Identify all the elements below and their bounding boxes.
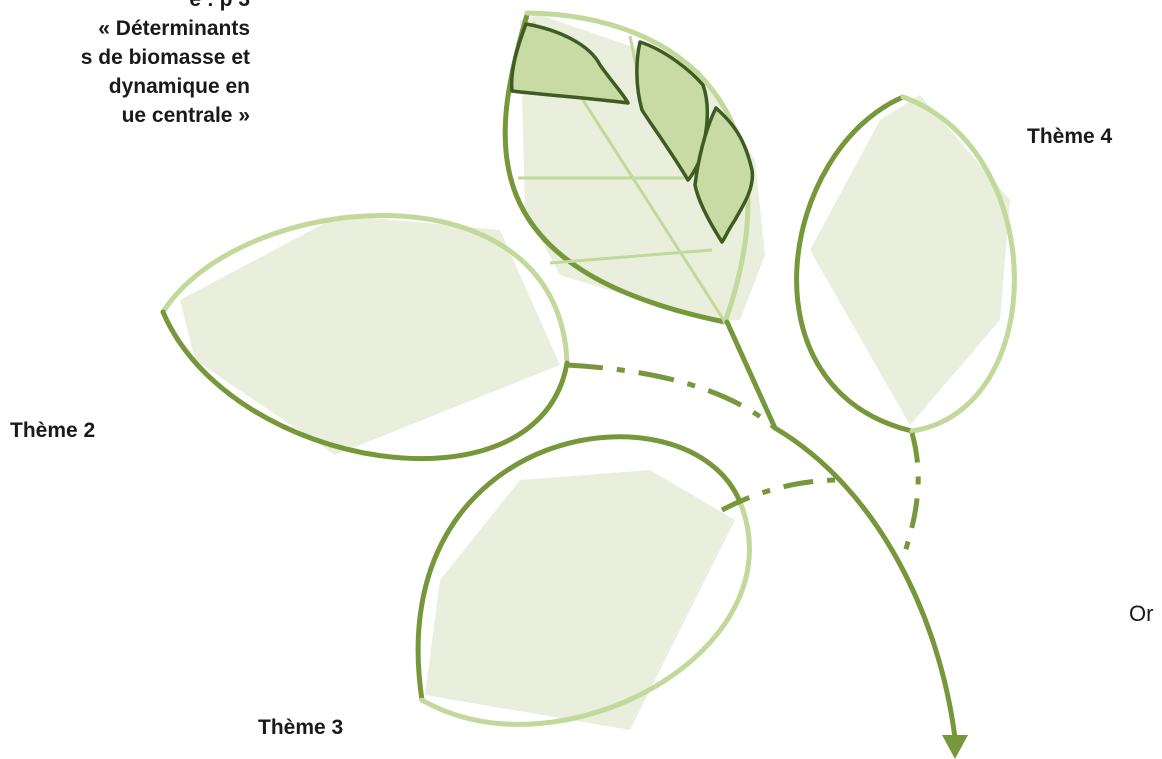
main-stem xyxy=(772,425,958,741)
leaf-theme-4 xyxy=(794,94,1017,434)
intro-line-2: « Déterminants xyxy=(98,17,250,40)
leaf-theme-4-edge-dark xyxy=(794,94,915,434)
sub-leaflet-2 xyxy=(635,40,710,182)
stem-arrow xyxy=(724,319,968,759)
leaf-theme-1-edge-light xyxy=(524,10,751,325)
theme-4-label: Thème 4 xyxy=(1027,125,1113,148)
leaf-theme-4-edge-light xyxy=(900,94,1017,434)
leaf-theme-2-fill xyxy=(180,215,560,455)
intro-line-5: ue centrale » xyxy=(121,104,250,127)
cropped-label-right: Or xyxy=(1129,601,1154,626)
leaf-theme-3-fill xyxy=(425,470,735,730)
connector-leaf-2 xyxy=(566,362,777,430)
intro-line-3: s de biomasse et xyxy=(80,46,250,69)
sub-leaflet-3 xyxy=(693,106,755,244)
leaf-theme-1 xyxy=(502,10,765,325)
connector-leaf-4 xyxy=(902,432,921,553)
leaf-theme-2 xyxy=(160,213,570,462)
intro-line-1: e : p 3 xyxy=(81,0,250,14)
theme-2-label: Thème 2 xyxy=(10,419,96,442)
intro-text-block: e : p 3 « Déterminants s de biomasse et … xyxy=(0,0,250,185)
theme-3-label: Thème 3 xyxy=(258,716,344,739)
leaf-theme-3-edge-light xyxy=(419,499,752,727)
petiole-leaf-1 xyxy=(724,319,778,431)
connector-leaf-3 xyxy=(720,477,841,513)
leaf-theme-3 xyxy=(415,434,752,730)
arrow-head xyxy=(942,735,968,759)
leaf-theme-3-edge-dark xyxy=(415,434,743,703)
leaf-theme-1-vein-2 xyxy=(549,248,713,265)
sub-leaflet-1 xyxy=(509,22,630,105)
leaf-theme-2-edge-dark xyxy=(160,309,570,462)
leaf-theme-4-fill xyxy=(810,95,1010,425)
intro-line-4: dynamique en xyxy=(108,75,250,98)
dashed-connectors xyxy=(566,362,921,553)
leaf-theme-2-edge-light xyxy=(160,213,570,366)
